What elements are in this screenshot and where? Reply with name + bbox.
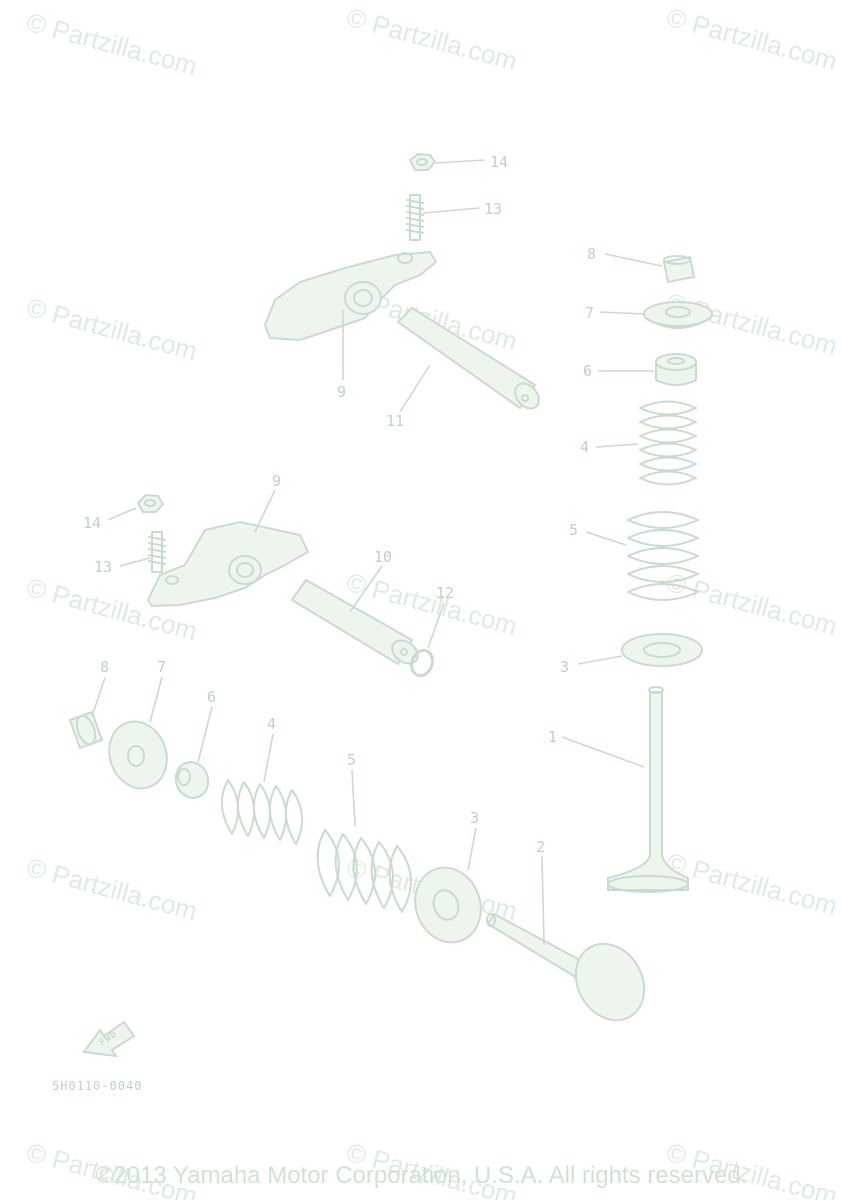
callout-8: 8 [100, 658, 109, 676]
valve-stem-seal-part [655, 353, 697, 386]
callout-3: 3 [560, 658, 569, 676]
diagram-code: 5H0110-0040 [52, 1079, 142, 1093]
watermark: © Partzilla.com [663, 2, 840, 76]
callout-6: 6 [583, 362, 592, 380]
callout-12: 12 [436, 584, 454, 602]
right-valve-stack: 8 7 6 4 5 [548, 245, 713, 893]
watermark: © Partzilla.com [663, 847, 840, 921]
watermark: © Partzilla.com [23, 852, 200, 926]
callout-13: 13 [484, 200, 502, 218]
outer-valve-spring-part [627, 511, 699, 601]
callout-7: 7 [585, 304, 594, 322]
inner-valve-spring-part [639, 400, 697, 486]
callout-6: 6 [207, 688, 216, 706]
callout-2: 2 [536, 838, 545, 856]
valve-stem-seal-part [174, 761, 210, 799]
upper-rocker-assembly: 14 13 9 11 [263, 152, 540, 430]
callout-8: 8 [587, 245, 596, 263]
callout-4: 4 [580, 438, 589, 456]
callout-9: 9 [337, 383, 346, 401]
rocker-arm-part [146, 520, 310, 608]
callout-11: 11 [386, 412, 404, 430]
rocker-shaft-part [396, 306, 540, 410]
callout-5: 5 [569, 521, 578, 539]
adjusting-screw-part [148, 531, 166, 573]
callout-10: 10 [374, 548, 392, 566]
callout-3: 3 [470, 809, 479, 827]
inner-valve-spring-part [221, 779, 303, 845]
callout-9: 9 [272, 472, 281, 490]
rocker-arm-part [263, 250, 438, 342]
adjusting-screw-part [406, 194, 424, 241]
locknut-part [408, 152, 437, 171]
callout-4: 4 [267, 715, 276, 733]
forward-direction-arrow: FWD [82, 1020, 136, 1058]
rocker-shaft-part [290, 578, 419, 666]
spring-retainer-part [108, 720, 168, 790]
o-ring-part [410, 648, 434, 678]
spring-seat-part [621, 633, 703, 667]
callout-13: 13 [94, 558, 112, 576]
valve-cotter-part [68, 710, 104, 750]
intake-valve-part [486, 912, 646, 1022]
watermark: © Partzilla.com [23, 7, 200, 81]
callout-14: 14 [83, 514, 101, 532]
lower-rocker-assembly: 14 13 9 10 12 [83, 472, 454, 678]
watermark: © Partzilla.com [23, 292, 200, 366]
callout-1: 1 [548, 728, 557, 746]
spring-seat-part [414, 866, 482, 944]
callout-5: 5 [347, 751, 356, 769]
callout-7: 7 [157, 658, 166, 676]
outer-valve-spring-part [316, 829, 412, 913]
copyright-notice: ©2013 Yamaha Motor Corporation, U.S.A. A… [95, 1162, 748, 1189]
lower-valve-stack: 8 7 6 4 5 3 [68, 658, 646, 1022]
watermark: © Partzilla.com [343, 2, 520, 76]
valve-cotter-part [662, 255, 696, 284]
exhaust-valve-part [607, 686, 689, 893]
locknut-part [136, 493, 165, 513]
callout-14: 14 [490, 153, 508, 171]
watermark-layer: © Partzilla.com © Partzilla.com © Partzi… [23, 2, 840, 1200]
